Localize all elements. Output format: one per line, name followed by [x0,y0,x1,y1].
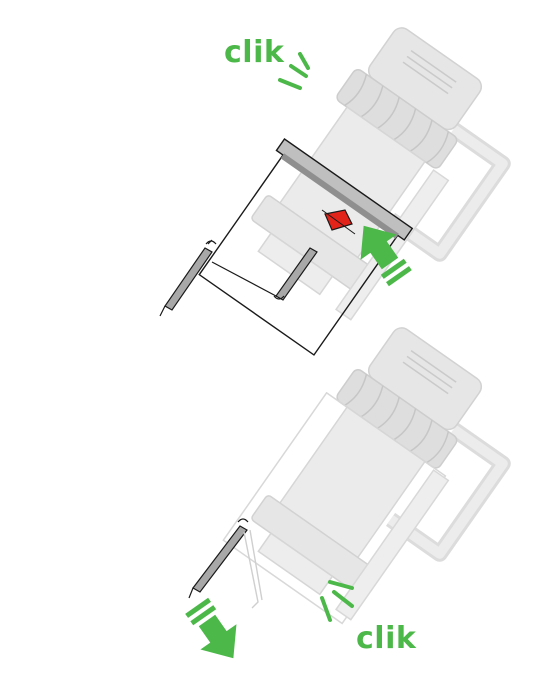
push-arrow-icon [179,593,252,671]
vacuum-body-bottom [223,313,533,647]
guide-rail-left [160,240,216,316]
click-sound-label-top: clik [224,38,284,68]
step-1-illustration [160,18,533,359]
click-sound-label-bottom: clik [356,624,416,654]
step-2-illustration [179,313,533,671]
release-rail [189,519,262,608]
